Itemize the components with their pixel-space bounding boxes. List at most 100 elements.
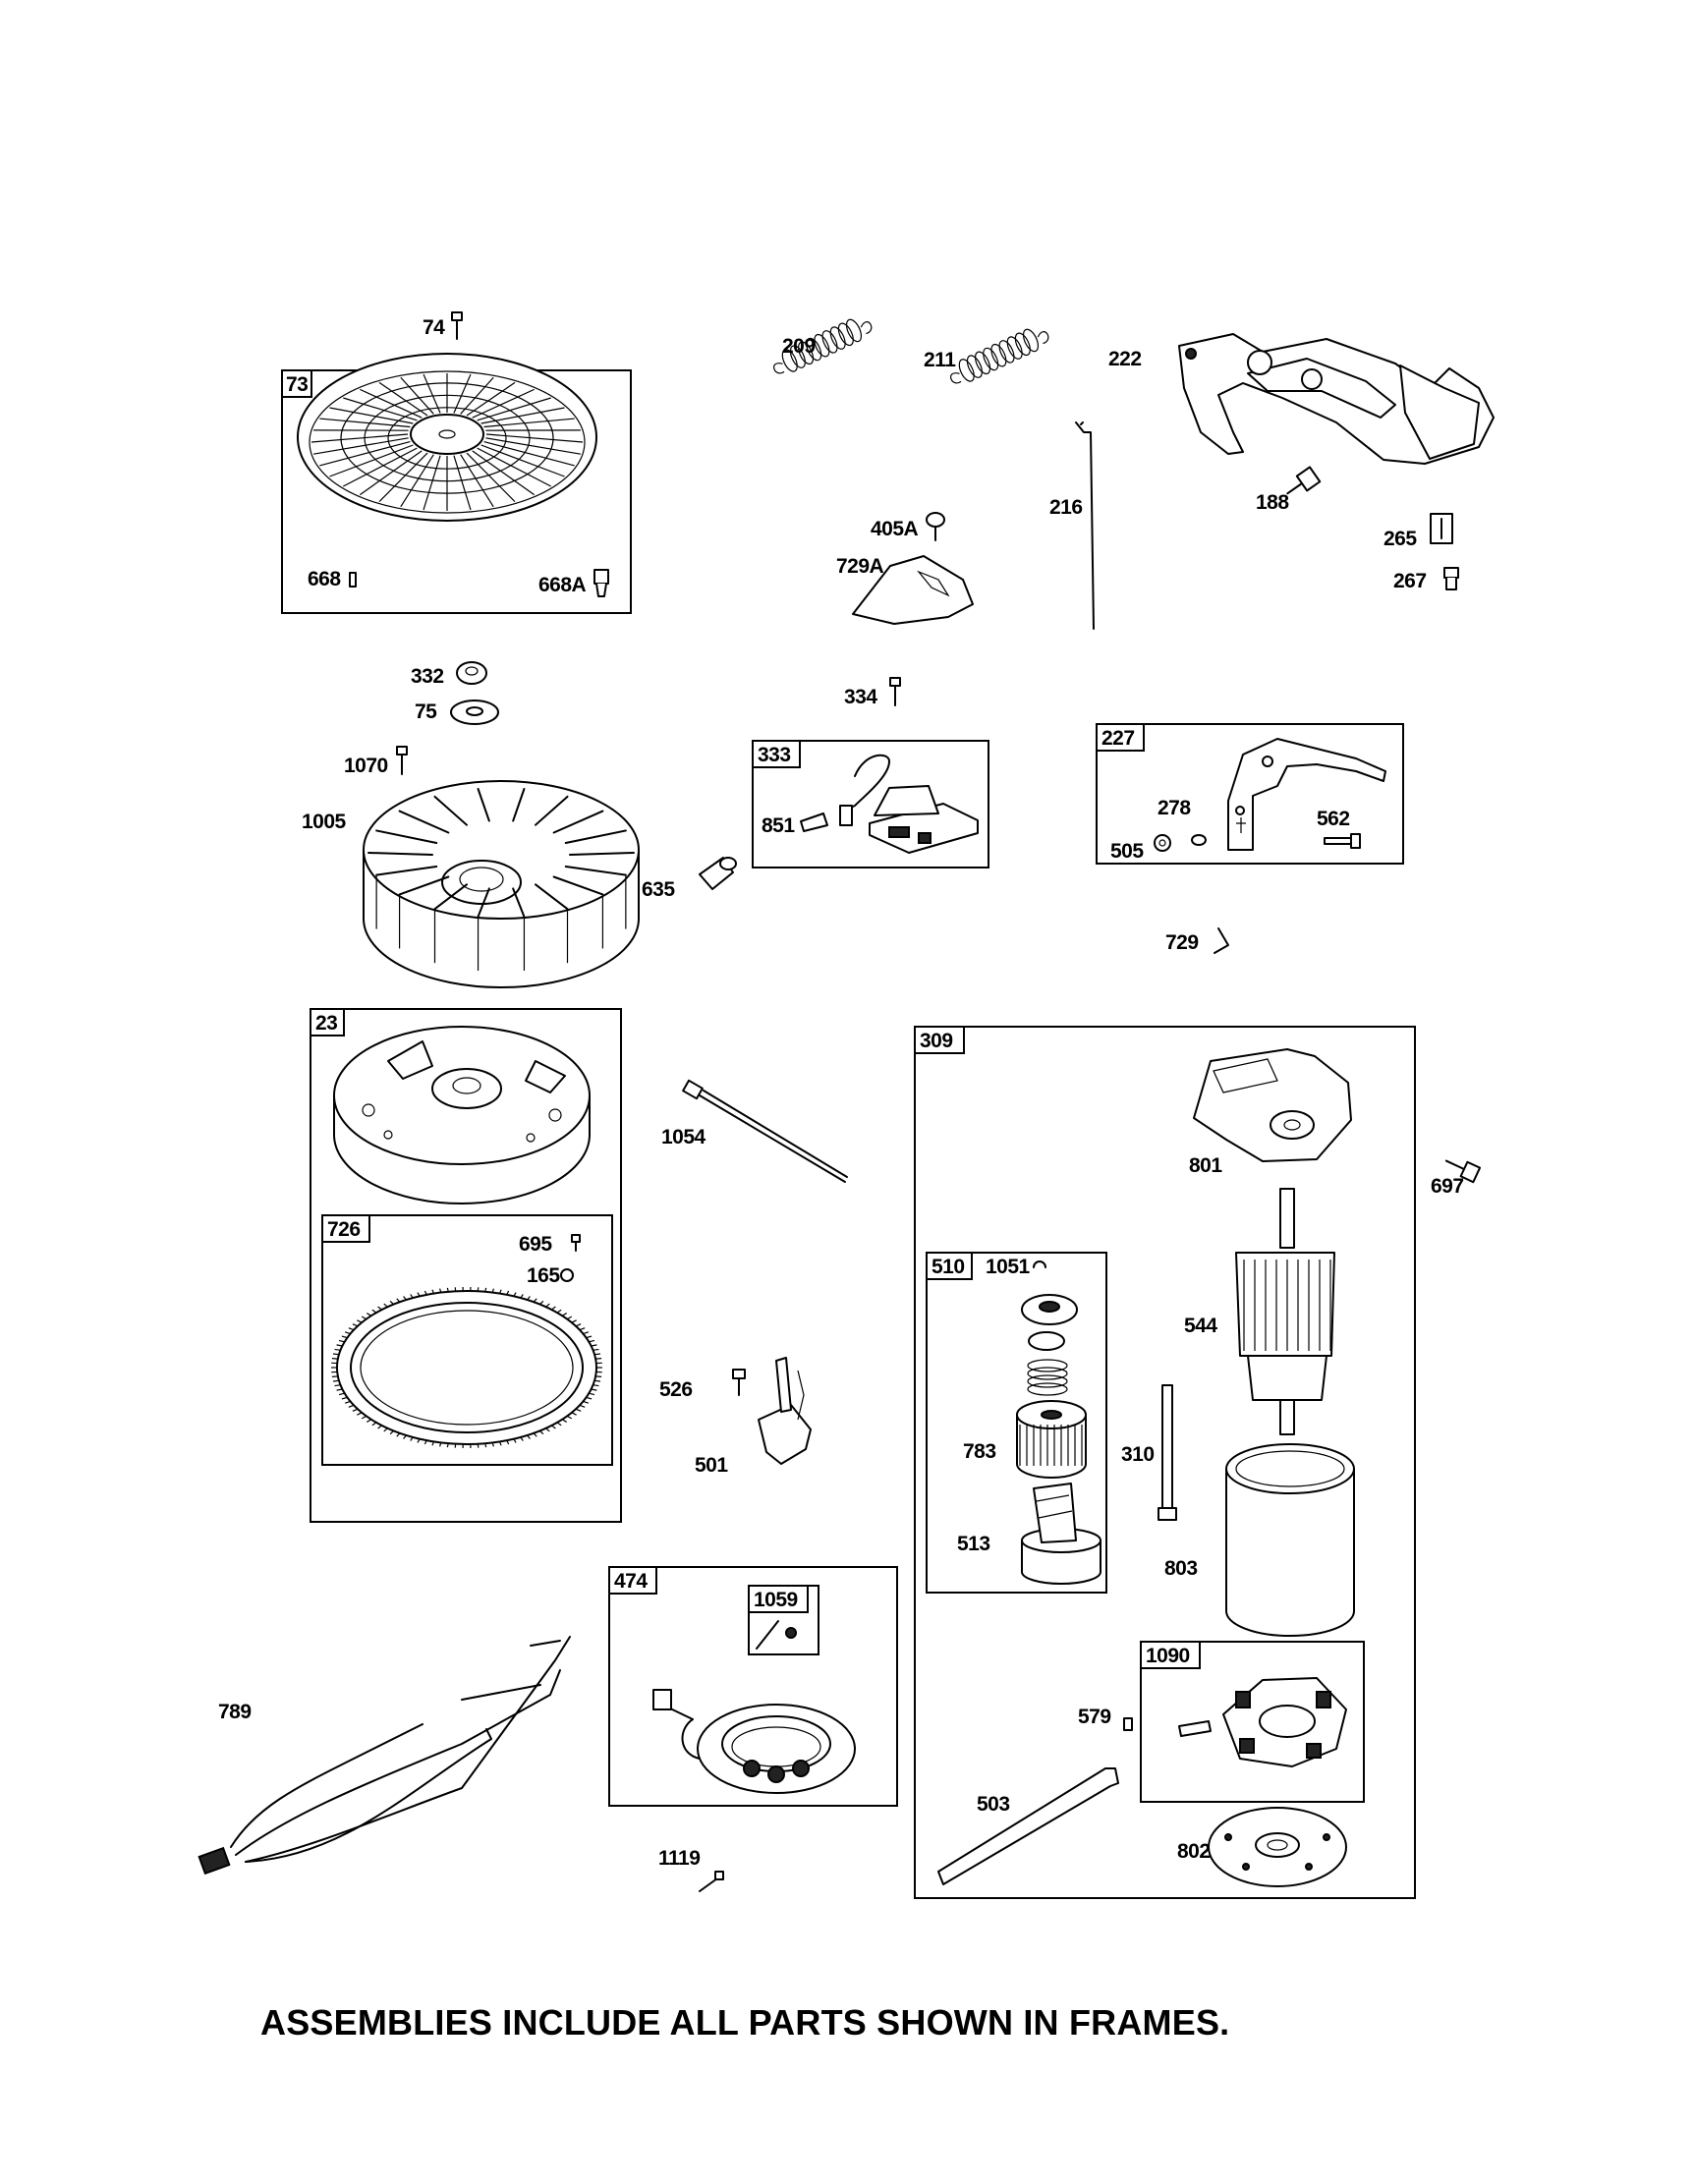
armature-drawing <box>1235 1188 1335 1435</box>
plug-668a-drawing <box>593 569 609 597</box>
nut-505-drawing <box>1154 834 1171 852</box>
bolt-697-drawing <box>1444 1159 1482 1184</box>
drive-nut-513-drawing <box>1021 1483 1101 1585</box>
screw-695-drawing <box>571 1234 581 1252</box>
part-label-695: 695 <box>519 1233 552 1256</box>
drive-spring-drawing <box>1027 1359 1068 1396</box>
bolt-74-drawing <box>451 311 463 340</box>
part-label-505: 505 <box>1110 840 1144 863</box>
part-label-278: 278 <box>1158 797 1191 819</box>
base-plate-23-drawing <box>333 1026 591 1204</box>
part-label-801: 801 <box>1189 1154 1222 1177</box>
washer-75-drawing <box>450 700 499 725</box>
retainer-1051-drawing <box>1033 1260 1046 1268</box>
part-label-579: 579 <box>1078 1706 1111 1728</box>
screw-405a-drawing <box>926 512 945 541</box>
frame-333: 333 <box>752 740 989 868</box>
part-label-729A: 729A <box>836 555 884 578</box>
end-cap-801-drawing <box>1193 1048 1352 1162</box>
frame-23: 23 <box>310 1008 622 1523</box>
nut-165-drawing <box>560 1268 574 1282</box>
screw-562-drawing <box>1324 833 1361 849</box>
frame-1059: 1059 <box>748 1585 819 1655</box>
part-label-265: 265 <box>1383 528 1417 550</box>
strap-503-drawing <box>937 1767 1119 1885</box>
flywheel-drawing <box>363 780 640 988</box>
frame-label-1059: 1059 <box>754 1589 798 1611</box>
frame-label-73: 73 <box>286 373 308 396</box>
part-label-1070: 1070 <box>344 755 388 777</box>
part-label-74: 74 <box>423 316 445 339</box>
wiring-harness-drawing <box>198 1636 571 1876</box>
screw-334-drawing <box>889 677 901 706</box>
part-label-209: 209 <box>782 335 816 358</box>
governor-control-bracket-drawing <box>1178 333 1495 465</box>
frame-label-510: 510 <box>932 1256 965 1278</box>
part-label-1005: 1005 <box>302 811 347 833</box>
part-label-165: 165 <box>527 1264 560 1287</box>
screw-1119-drawing <box>699 1871 724 1892</box>
frame-309: 309 <box>914 1026 1416 1899</box>
bolt-188-drawing <box>1286 466 1322 495</box>
screw-1059-drawing <box>756 1620 797 1650</box>
part-label-803: 803 <box>1164 1557 1198 1580</box>
plate-729a-drawing <box>852 555 974 625</box>
brush-holder-drawing <box>1178 1677 1347 1767</box>
footer-note: ASSEMBLIES INCLUDE ALL PARTS SHOWN IN FR… <box>260 2002 1230 2043</box>
part-label-216: 216 <box>1049 496 1083 519</box>
cable-tie-drawing <box>682 1079 848 1183</box>
frame-label-227: 227 <box>1101 727 1135 750</box>
spring-209-drawing <box>773 318 873 374</box>
bolt-1070-drawing <box>396 746 408 775</box>
alternator-drawing <box>652 1689 856 1794</box>
part-label-783: 783 <box>963 1440 996 1463</box>
part-label-513: 513 <box>957 1533 990 1555</box>
pin-668-drawing <box>349 572 357 588</box>
part-label-211: 211 <box>924 349 956 371</box>
terminal-851-drawing <box>800 812 828 832</box>
frame-227: 227 <box>1096 723 1404 865</box>
part-label-501: 501 <box>695 1454 728 1477</box>
ignition-armature-drawing <box>839 754 979 854</box>
washer-278-drawing <box>1191 834 1207 846</box>
drive-cap-drawing <box>1021 1294 1078 1325</box>
part-label-729: 729 <box>1165 931 1199 954</box>
part-label-1054: 1054 <box>661 1126 706 1148</box>
part-label-526: 526 <box>659 1378 693 1401</box>
part-label-75: 75 <box>415 700 437 723</box>
part-label-635: 635 <box>642 878 675 901</box>
frame-726: 726 <box>321 1214 613 1466</box>
clip-265-drawing <box>1430 513 1453 544</box>
screw-267-drawing <box>1443 567 1459 590</box>
blower-housing-drawing <box>297 353 597 522</box>
part-label-789: 789 <box>218 1701 252 1723</box>
nut-332-drawing <box>456 661 487 685</box>
control-bracket-227-drawing <box>1227 738 1386 851</box>
part-label-668A: 668A <box>538 574 587 596</box>
part-label-310: 310 <box>1121 1443 1155 1466</box>
part-label-668: 668 <box>308 568 341 590</box>
frame-label-726: 726 <box>327 1218 361 1241</box>
terminal-579-drawing <box>1123 1717 1133 1731</box>
part-label-222: 222 <box>1108 348 1142 370</box>
drive-washer-drawing <box>1028 1331 1065 1351</box>
clip-729-drawing <box>1214 927 1229 954</box>
part-label-544: 544 <box>1184 1315 1217 1337</box>
ring-gear-drawing <box>331 1287 602 1448</box>
through-bolt-310-drawing <box>1158 1384 1177 1521</box>
rectifier-501-drawing <box>758 1357 812 1465</box>
link-216-drawing <box>1075 421 1095 630</box>
part-label-332: 332 <box>411 665 444 688</box>
part-label-267: 267 <box>1393 570 1427 592</box>
frame-1090: 1090 <box>1140 1641 1365 1803</box>
spark-plug-boot-drawing <box>699 857 737 890</box>
end-plate-802-drawing <box>1208 1807 1347 1887</box>
frame-label-333: 333 <box>758 744 791 766</box>
part-label-562: 562 <box>1317 808 1350 830</box>
part-label-697: 697 <box>1431 1175 1464 1198</box>
part-label-802: 802 <box>1177 1840 1211 1863</box>
spring-211-drawing <box>950 328 1049 384</box>
part-label-334: 334 <box>844 686 877 708</box>
frame-label-23: 23 <box>315 1012 337 1035</box>
